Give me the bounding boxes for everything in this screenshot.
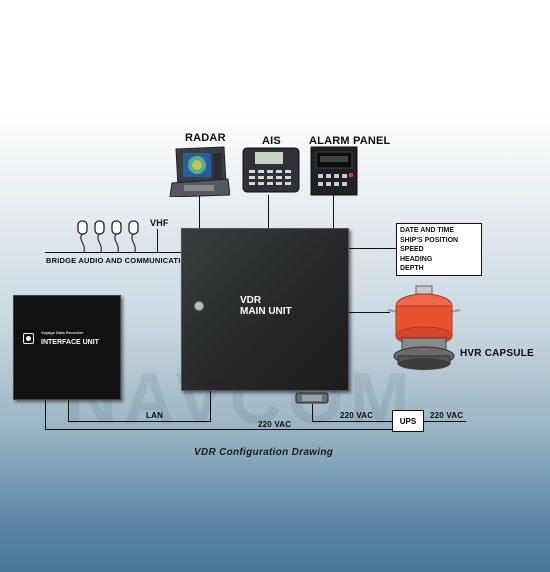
radar-icon <box>169 146 230 197</box>
wire-ais <box>268 195 269 228</box>
microphone-icons <box>77 220 139 253</box>
wire-lan-down <box>68 398 69 421</box>
data-input-item: SPEED <box>400 246 424 253</box>
wire-radar <box>199 195 200 228</box>
bridge-audio-label: BRIDGE AUDIO AND COMMUNICATION <box>46 256 193 265</box>
diagram-caption: VDR Configuration Drawing <box>194 447 334 458</box>
wire-lan <box>68 421 210 422</box>
vhf-label: VHF <box>150 218 169 228</box>
ups-box: UPS <box>392 410 424 432</box>
data-inputs-box: DATE AND TIME SHIP'S POSITION SPEED HEAD… <box>396 223 482 276</box>
data-input-item: SHIP'S POSITION <box>400 236 459 244</box>
vac-left-label: 220 VAC <box>258 420 292 429</box>
lan-label: LAN <box>146 411 164 420</box>
wire-220-right <box>424 421 466 422</box>
ais-icon <box>242 147 300 193</box>
hvr-capsule-icon <box>388 285 460 370</box>
main-unit-line2: MAIN UNIT <box>240 306 292 317</box>
main-unit-line1: VDR <box>240 295 262 306</box>
wire-220-mid <box>312 421 392 422</box>
alarm-panel-icon <box>310 146 358 196</box>
interface-brand: Voyage Data Recorder <box>41 330 84 335</box>
data-input-item: DEPTH <box>400 265 424 272</box>
hvr-capsule-label: HVR CAPSULE <box>460 348 534 359</box>
wire-220-down <box>45 398 46 430</box>
vac-right-label: 220 VAC <box>430 411 464 420</box>
interface-title: INTERFACE UNIT <box>41 339 99 346</box>
data-input-item: DATE AND TIME <box>400 227 455 234</box>
logo-icon <box>23 333 34 344</box>
vac-mid-label: 220 VAC <box>340 411 374 420</box>
wire-psu-stem <box>312 404 313 421</box>
wire-alarm <box>333 195 334 228</box>
alarm-panel-label: ALARM PANEL <box>309 135 391 147</box>
wire-220-left <box>45 429 392 430</box>
wire-hvr <box>347 312 390 313</box>
interface-unit: Voyage Data Recorder INTERFACE UNIT <box>13 295 121 400</box>
vdr-main-unit: VDR MAIN UNIT <box>181 228 349 391</box>
wire-bridge-audio <box>45 252 181 253</box>
power-connector-icon <box>295 392 329 404</box>
ais-label: AIS <box>262 135 281 147</box>
main-unit-title: VDR MAIN UNIT <box>240 295 292 317</box>
wire-lan-up <box>210 389 211 422</box>
radar-label: RADAR <box>185 132 226 144</box>
wire-data-inputs <box>347 248 396 249</box>
door-handle <box>194 301 204 311</box>
wire-vhf-drop <box>157 229 158 252</box>
data-input-item: HEADING <box>400 255 433 263</box>
